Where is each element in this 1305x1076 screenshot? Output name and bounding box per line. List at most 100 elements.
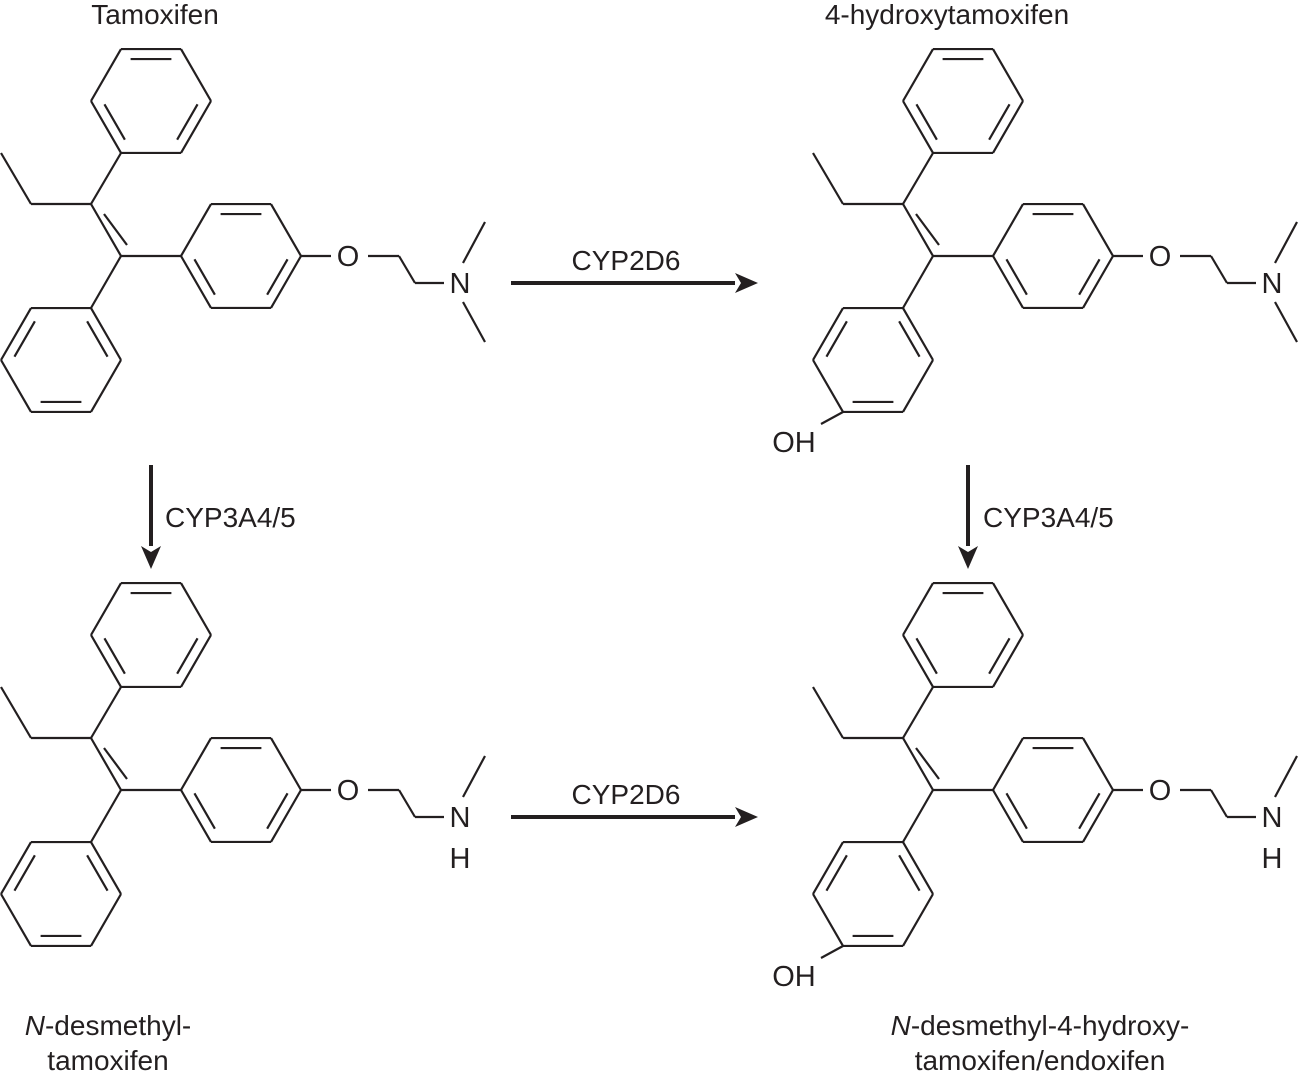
ethyl-bond: [812, 686, 844, 739]
ring-double-bond: [1078, 792, 1101, 830]
ring-bond: [270, 789, 302, 843]
n-methyl-bond: [1274, 301, 1298, 343]
compound-label-endoxifen-line1: N-desmethyl-4-hydroxy-: [891, 1010, 1190, 1041]
ring-bond: [0, 307, 32, 361]
ring-double-bond: [898, 320, 921, 358]
phenyl-ring-top: [902, 47, 1024, 155]
ethyl-bond: [812, 152, 844, 205]
ring-bond: [180, 789, 212, 843]
ring-double-bond: [1005, 258, 1028, 296]
compound-label-4-hydroxytamoxifen: 4-hydroxytamoxifen: [825, 0, 1069, 30]
ring-bond: [180, 582, 212, 636]
alkene-double-bond: [915, 747, 940, 780]
ring-bond: [90, 48, 122, 102]
alkene-bond: [902, 737, 934, 791]
hydroxyl-bond: [820, 411, 844, 425]
ring-bond: [812, 307, 844, 361]
compound-label-endoxifen-line2: tamoxifen/endoxifen: [915, 1045, 1166, 1076]
ring-bond: [992, 634, 1024, 688]
compound-label-tamoxifen: Tamoxifen: [91, 0, 219, 30]
n-methyl-bond: [1274, 221, 1298, 264]
hydroxyl-group: OH: [772, 961, 816, 993]
ring-double-bond: [988, 103, 1011, 141]
ring-bond: [90, 307, 122, 361]
bond-ring-to-alkene: [902, 686, 934, 739]
ring-bond: [1082, 255, 1114, 309]
phenyl-ring-top: [902, 581, 1024, 689]
ring-bond: [902, 841, 934, 895]
ring-bond: [812, 841, 844, 895]
chain-bond: [1210, 255, 1228, 284]
n-methyl-bond: [462, 755, 486, 798]
ring-bond: [1082, 737, 1114, 791]
bond-ring-to-alkene: [90, 152, 122, 205]
ring-bond: [1082, 203, 1114, 257]
ring-double-bond: [898, 854, 921, 892]
ring-bond: [0, 359, 32, 413]
ring-bond: [992, 789, 1024, 843]
ring-bond: [270, 255, 302, 309]
ring-bond: [902, 307, 934, 361]
alkene-double-bond: [103, 213, 128, 246]
ring-bond: [270, 737, 302, 791]
ring-bond: [992, 100, 1024, 154]
phenylene-ring-middle: [992, 202, 1114, 310]
arrow-head-icon: [141, 546, 161, 569]
ring-double-bond: [915, 103, 938, 141]
ring-bond: [902, 359, 934, 413]
chain-bond: [1210, 789, 1228, 818]
ring-double-bond: [1078, 258, 1101, 296]
bond-alkene-to-ring: [902, 255, 934, 309]
ring-bond: [90, 100, 122, 154]
ring-double-bond: [266, 258, 289, 296]
chain-bond: [398, 789, 416, 818]
phenylene-ring-middle: [180, 736, 302, 844]
alkene-double-bond: [915, 213, 940, 246]
ring-bond: [992, 203, 1024, 257]
hydrogen-atom: H: [450, 843, 471, 875]
ethyl-bond: [0, 152, 32, 205]
ring-double-bond: [103, 637, 126, 675]
ring-bond: [902, 634, 934, 688]
alkene-double-bond: [103, 747, 128, 780]
n-methyl-bond: [462, 301, 486, 343]
ring-bond: [0, 841, 32, 895]
ring-double-bond: [193, 258, 216, 296]
phenyl-ring-top: [90, 581, 212, 689]
reaction-arrow-cyp3a45-right: CYP3A4/5: [958, 465, 1114, 569]
bond-ring-to-alkene: [90, 686, 122, 739]
ring-double-bond: [176, 103, 199, 141]
compound-n-desmethyl-tamoxifen: ONH: [0, 581, 486, 948]
alkene-bond: [90, 203, 122, 257]
ring-double-bond: [266, 792, 289, 830]
alkene-bond: [902, 203, 934, 257]
ring-bond: [180, 100, 212, 154]
ring-double-bond: [988, 637, 1011, 675]
compound-label-n-desmethyl-tamoxifen-line2: tamoxifen: [47, 1045, 168, 1076]
chain-bond: [398, 255, 416, 284]
compound-tamoxifen: ON: [0, 47, 486, 414]
ring-bond: [902, 893, 934, 947]
phenylene-ring-middle: [992, 736, 1114, 844]
ring-bond: [992, 737, 1024, 791]
ring-bond: [992, 582, 1024, 636]
ring-bond: [1082, 789, 1114, 843]
arrow-head-icon: [735, 807, 758, 827]
ring-bond: [180, 255, 212, 309]
ethyl-bond: [0, 686, 32, 739]
arrow-head-icon: [735, 273, 758, 293]
ring-double-bond: [915, 637, 938, 675]
oxygen-atom: O: [337, 241, 360, 273]
phenyl-ring-bottom: [0, 306, 122, 414]
bond-alkene-to-ring: [902, 789, 934, 843]
ring-bond: [90, 359, 122, 413]
ring-bond: [902, 582, 934, 636]
n-methyl-bond: [1274, 755, 1298, 798]
reaction-arrow-cyp2d6-top: CYP2D6: [511, 245, 758, 293]
enzyme-label-cyp3a45-right: CYP3A4/5: [983, 502, 1114, 533]
ring-double-bond: [13, 320, 36, 358]
hydroxyl-group: OH: [772, 427, 816, 459]
ring-bond: [180, 48, 212, 102]
